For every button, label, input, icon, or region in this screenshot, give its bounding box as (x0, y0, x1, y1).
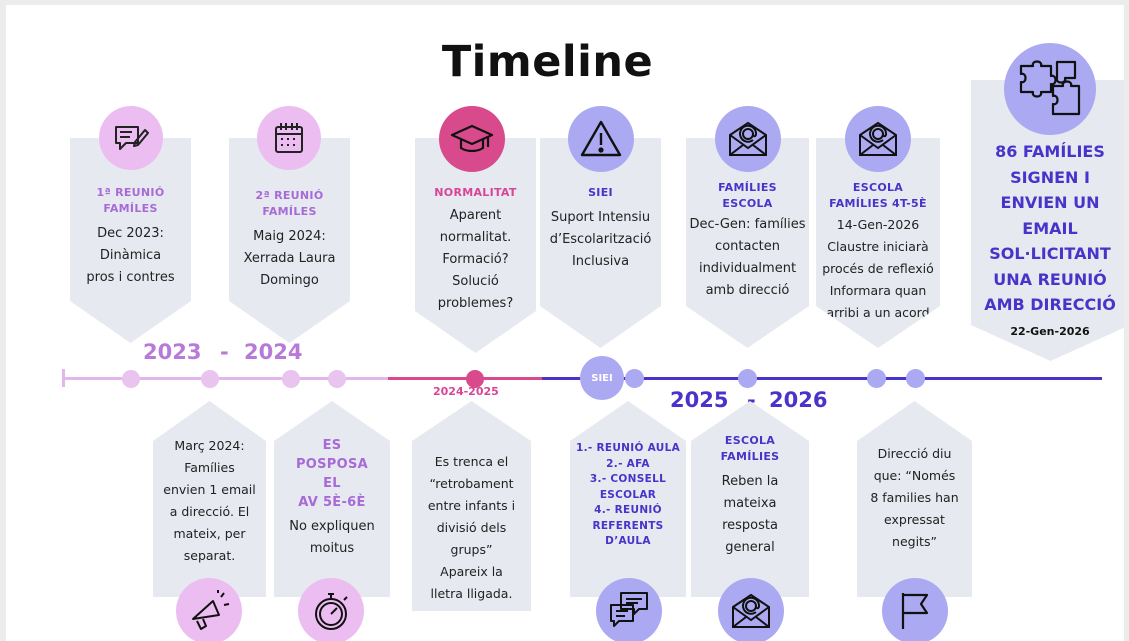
card-first-meeting: 1ª REUNIÓ FAMÍLES Dec 2023: Dinàmica pro… (70, 138, 191, 343)
card-second-meeting: 2ª REUNIÓ FAMÍLES Maig 2024: Xerrada Lau… (229, 138, 350, 343)
phase-2024-2025: 2024-2025 (433, 385, 499, 398)
year-dash: - (747, 388, 756, 412)
card-head: ES POSPOSA EL AV 5È-6È (295, 438, 369, 510)
card-head: NORMALITAT (434, 186, 517, 199)
calendar-icon (257, 106, 321, 170)
card-head: ESCOLA FAMÍLIES 4T-5È (829, 181, 927, 210)
timeline-segment-2023-2024 (62, 377, 388, 380)
card-body: Març 2024: Famílies envien 1 email a dir… (163, 438, 256, 563)
card-body: Dec 2023: Dinàmica pros i contres (86, 226, 175, 285)
card-head: ESCOLA FAMÍLIES (720, 434, 780, 463)
megaphone-icon (176, 578, 242, 641)
card-postponed: ES POSPOSA EL AV 5È-6È No expliquen moit… (274, 401, 390, 597)
highlight-date: 22-Gen-2026 (1010, 325, 1090, 338)
highlight-text: 86 FAMÍLIES SIGNEN I ENVIEN UN EMAIL SOL… (984, 142, 1116, 314)
timeline-segment-2024-2025 (388, 377, 542, 380)
card-head: SIEI (588, 186, 613, 199)
card-head: 2ª REUNIÓ FAMÍLES (255, 189, 324, 218)
card-siei: SIEI Suport Intensiu d’Escolarització In… (540, 138, 661, 348)
timeline-dot (466, 370, 484, 388)
timeline-dot (201, 370, 219, 388)
timeline-dot (282, 370, 300, 388)
year-2024: 2024 (244, 340, 303, 364)
card-head: 1.- REUNIÓ AULA 2.- AFA 3.- CONSELL ESCO… (575, 442, 680, 547)
card-body: Reben la mateixa resposta general (721, 474, 779, 555)
timeline-dot (328, 370, 346, 388)
card-body: No expliquen moitus (289, 519, 375, 556)
timeline-canvas: Timeline 1ª REUNIÓ FAMÍLES Dec 2023: Din… (6, 5, 1124, 641)
card-meetings-list: 1.- REUNIÓ AULA 2.- AFA 3.- CONSELL ESCO… (570, 401, 686, 597)
card-body: Es trenca el “retrobament entre infants … (427, 454, 516, 601)
email-icon (845, 106, 911, 172)
card-head: 1ª REUNIÓ FAMÍLES (96, 186, 165, 215)
card-body: Dec-Gen: famílies contacten individualme… (689, 217, 806, 298)
siei-marker-label: SIEI (591, 372, 613, 384)
card-school-families-4t5e: ESCOLA FAMÍLIES 4T-5È 14-Gen-2026 Claust… (816, 138, 940, 348)
card-body: Maig 2024: Xerrada Laura Domingo (243, 229, 336, 288)
warning-icon (568, 106, 634, 172)
card-body: Suport Intensiu d’Escolarització Inclusi… (549, 210, 652, 269)
year-2026: 2026 (769, 388, 828, 412)
card-direction-says: Direcció diu que: “Només 8 families han … (857, 401, 972, 597)
graduation-cap-icon (439, 106, 505, 172)
card-body: 14-Gen-2026 Claustre iniciarà procés de … (822, 217, 934, 320)
siei-marker: SIEI (580, 356, 624, 400)
stopwatch-icon (298, 578, 364, 641)
card-body: Aparent normalitat. Formació? Solució pr… (437, 208, 514, 311)
timeline-dot (625, 369, 644, 388)
card-normality: NORMALITAT Aparent normalitat. Formació?… (415, 138, 536, 353)
timeline-dot (738, 369, 757, 388)
card-reunion-break: Es trenca el “retrobament entre infants … (412, 401, 531, 611)
year-2023: 2023 (143, 340, 202, 364)
puzzle-icon (1004, 43, 1096, 135)
year-2025: 2025 (670, 388, 729, 412)
card-head: FAMÍLIES ESCOLA (718, 181, 777, 210)
email-icon (718, 578, 784, 641)
timeline-dot (122, 370, 140, 388)
card-body: Direcció diu que: “Només 8 families han … (870, 446, 959, 549)
page-title: Timeline (441, 37, 654, 87)
flag-icon (882, 578, 948, 641)
year-dash: - (220, 340, 229, 364)
timeline-dot (867, 369, 886, 388)
email-icon (715, 106, 781, 172)
timeline-dot (906, 369, 925, 388)
card-families-school: FAMÍLIES ESCOLA Dec-Gen: famílies contac… (686, 138, 809, 348)
chat-edit-icon (99, 106, 163, 170)
chat-bubbles-icon (596, 578, 662, 641)
card-march-2024: Març 2024: Famílies envien 1 email a dir… (153, 401, 266, 597)
timeline-segment-2025-2026 (542, 377, 1102, 380)
card-school-families: ESCOLA FAMÍLIES Reben la mateixa respost… (691, 401, 809, 597)
